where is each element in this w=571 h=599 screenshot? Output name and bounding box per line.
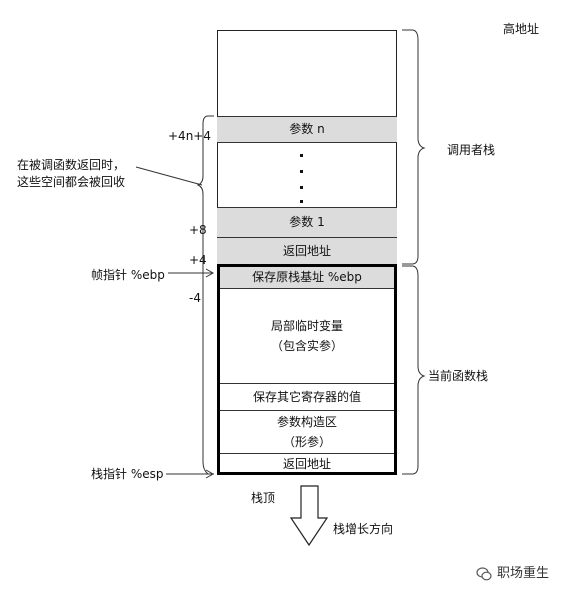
cell-local-variables: 局部临时变量 （包含实参） bbox=[217, 289, 397, 383]
cell-param-1: 参数 1 bbox=[217, 207, 397, 237]
divider bbox=[217, 383, 397, 384]
cell-return-address-current-label: 返回地址 bbox=[282, 456, 331, 471]
note-line2: 这些空间都会被回收 bbox=[17, 175, 126, 189]
offset-plus4: +4 bbox=[189, 253, 207, 267]
note-line1: 在被调函数返回时， bbox=[17, 158, 126, 172]
divider bbox=[217, 237, 397, 238]
divider bbox=[217, 207, 397, 208]
stack-pointer-label: 栈指针 %esp bbox=[91, 467, 164, 481]
wechat-icon bbox=[476, 566, 492, 582]
cell-saved-registers: 保存其它寄存器的值 bbox=[217, 384, 397, 410]
cell-local-variables-line2: （包含实参） bbox=[270, 339, 343, 353]
stack-top-label: 栈顶 bbox=[251, 491, 276, 505]
ellipsis-dots bbox=[300, 150, 304, 203]
current-stack-label: 当前函数栈 bbox=[428, 369, 489, 383]
current-frame-border bbox=[217, 264, 397, 475]
offset-minus4: -4 bbox=[189, 291, 201, 305]
cell-saved-ebp: 保存原栈基址 %ebp bbox=[217, 266, 397, 288]
cell-return-address-caller-label: 返回地址 bbox=[282, 243, 331, 258]
cell-param-n: 参数 n bbox=[217, 116, 397, 142]
watermark-label: 职场重生 bbox=[497, 566, 550, 581]
cell-param-1-label: 参数 1 bbox=[289, 215, 325, 229]
divider bbox=[217, 410, 397, 411]
high-address-label: 高地址 bbox=[503, 22, 540, 36]
growth-direction-label: 栈增长方向 bbox=[333, 522, 394, 536]
growth-arrow bbox=[289, 485, 329, 547]
caller-stack-label: 调用者栈 bbox=[447, 143, 496, 157]
cell-return-address-current: 返回地址 bbox=[217, 454, 397, 473]
divider bbox=[217, 142, 397, 143]
cell-return-address-caller: 返回地址 bbox=[217, 237, 397, 264]
cell-saved-registers-label: 保存其它寄存器的值 bbox=[252, 390, 361, 404]
cell-saved-ebp-label: 保存原栈基址 %ebp bbox=[252, 270, 362, 284]
offset-4n4: +4n+4 bbox=[168, 129, 211, 143]
cell-argument-build-area: 参数构造区 （形参） bbox=[217, 411, 397, 453]
divider bbox=[217, 116, 397, 117]
cell-local-variables-line1: 局部临时变量 bbox=[270, 319, 343, 333]
cell-argument-build-line2: （形参） bbox=[282, 435, 331, 449]
divider bbox=[217, 288, 397, 289]
divider bbox=[217, 453, 397, 454]
cell-argument-build-line1: 参数构造区 bbox=[276, 415, 337, 429]
frame-pointer-label: 帧指针 %ebp bbox=[91, 268, 165, 282]
cell-param-n-label: 参数 n bbox=[289, 122, 325, 136]
offset-plus8: +8 bbox=[189, 223, 207, 237]
